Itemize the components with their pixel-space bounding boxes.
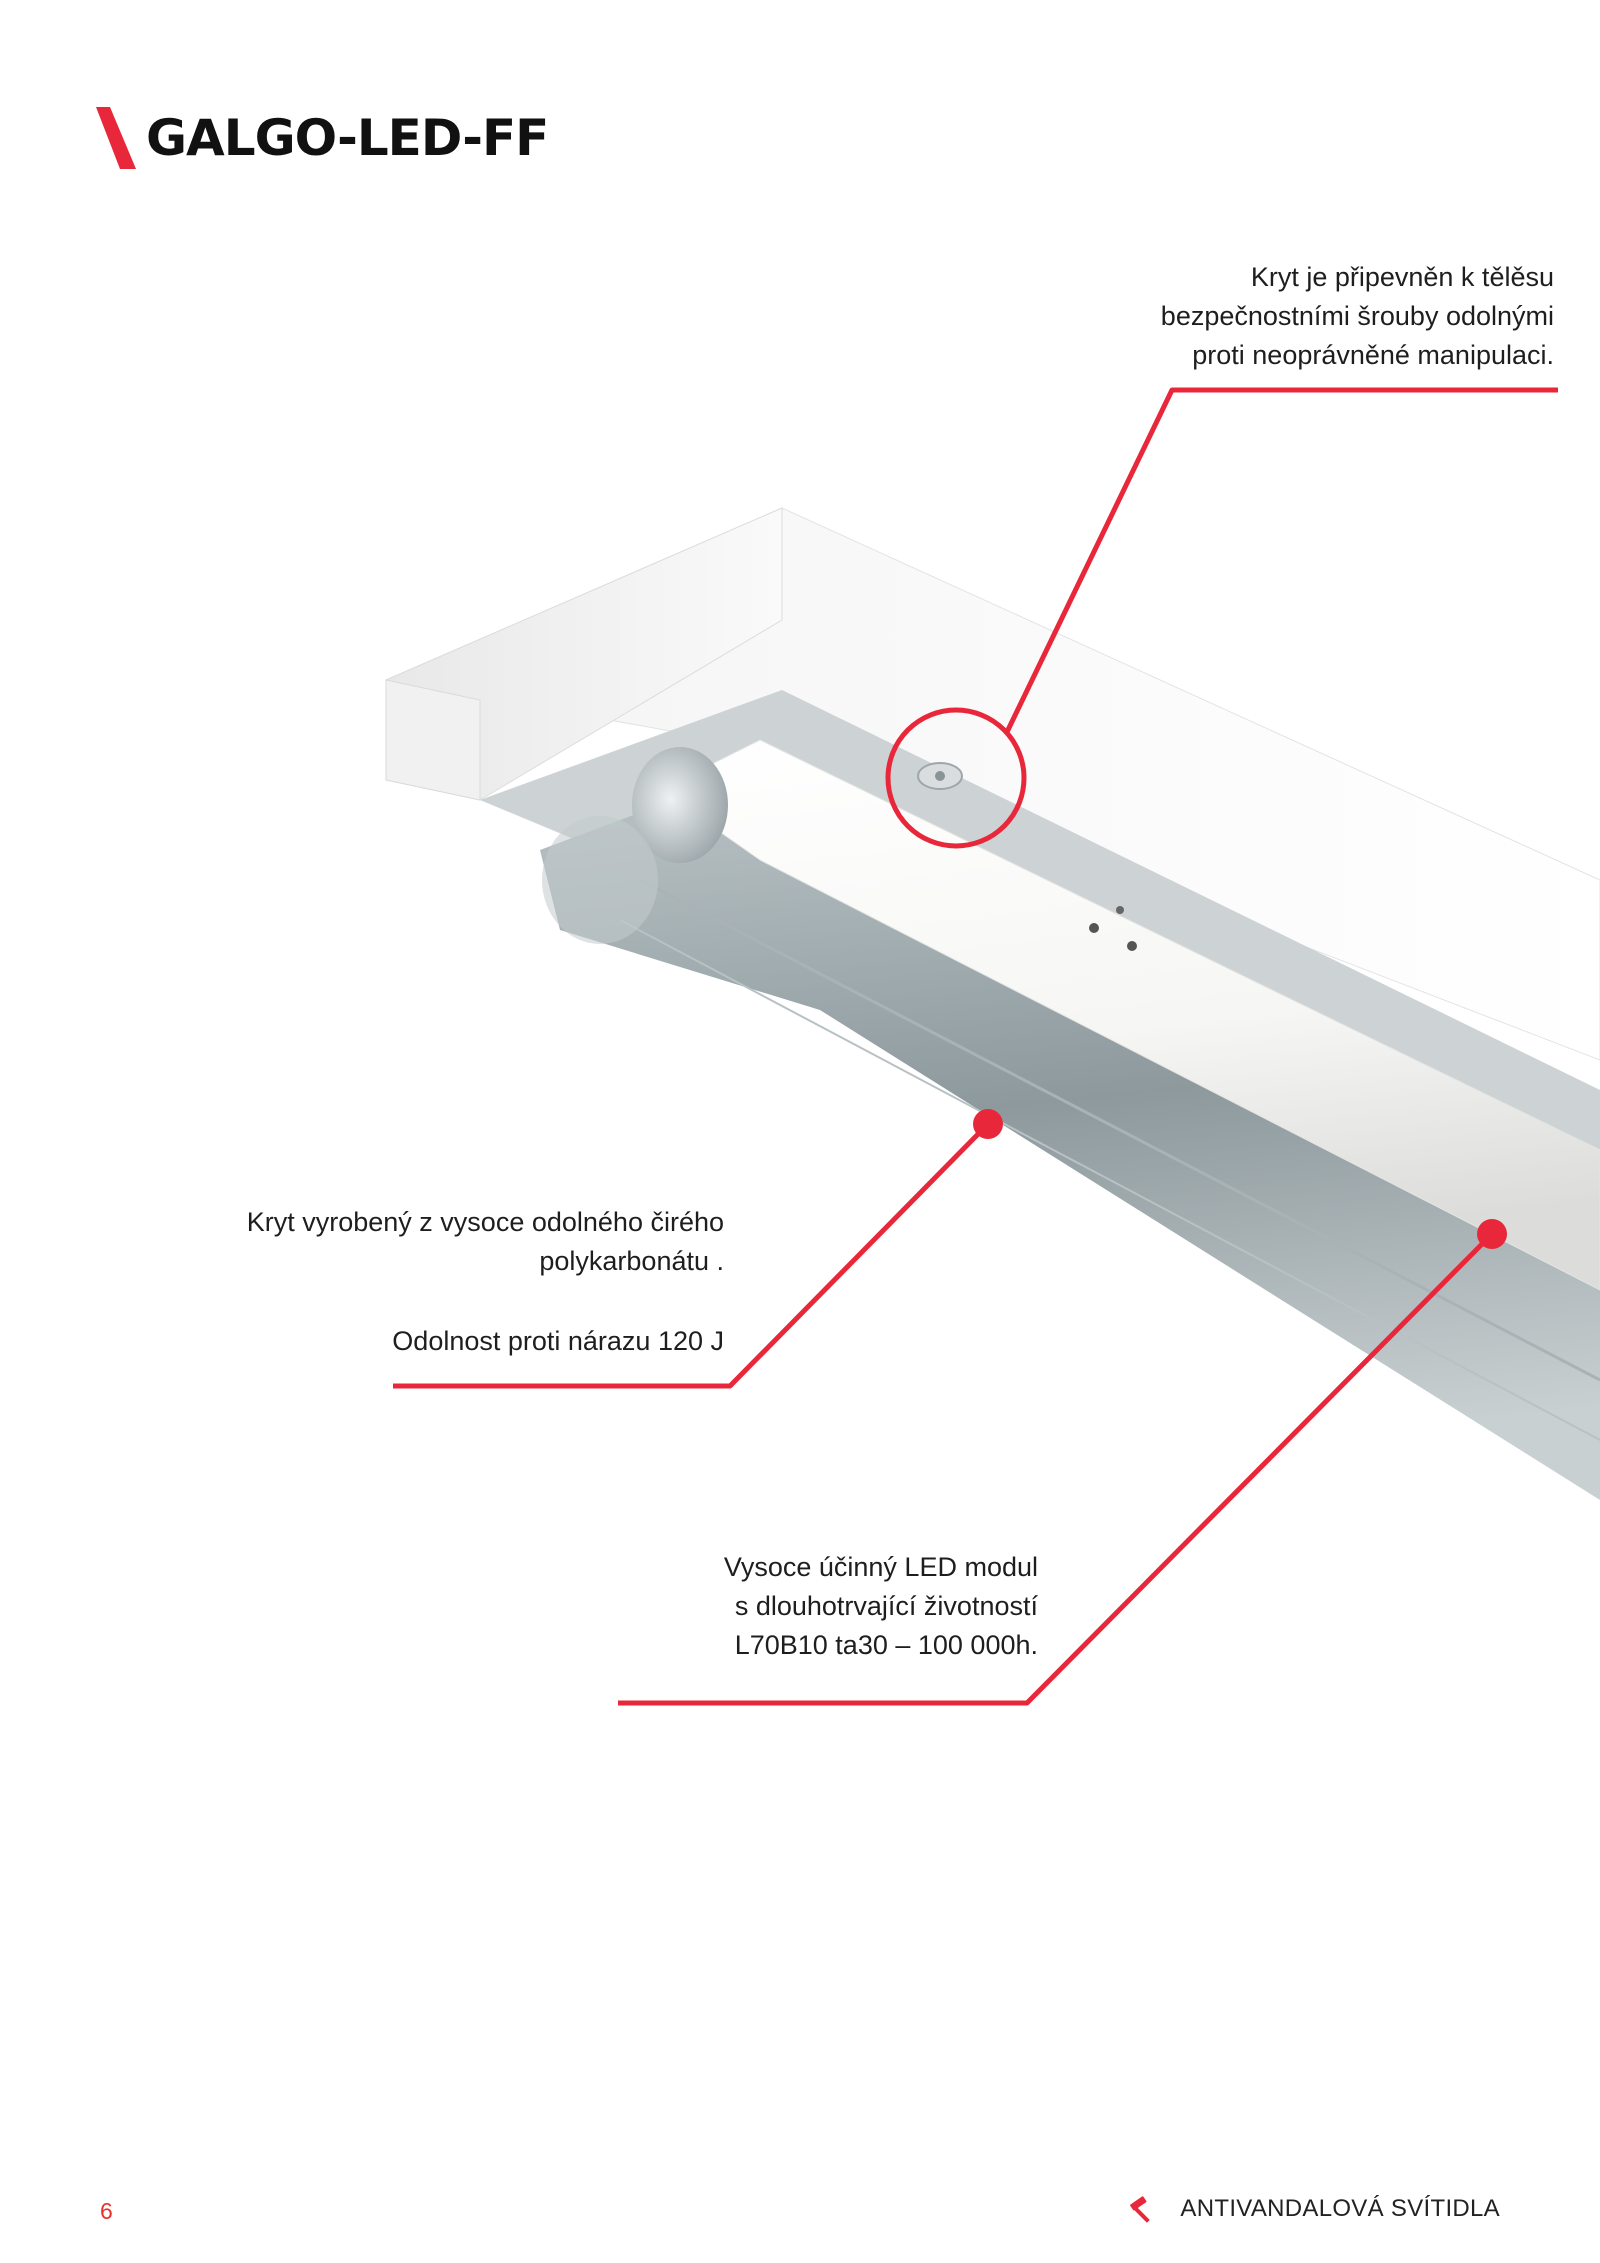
callout-cover-fixing: Kryt je připevněn k tělěsu bezpečnostním… bbox=[994, 258, 1554, 375]
tube-end-cap bbox=[632, 747, 728, 863]
page-title: GALGO-LED-FF bbox=[146, 109, 549, 167]
hammer-icon bbox=[1130, 2196, 1151, 2223]
callout-line: bezpečnostními šrouby odolnými bbox=[1160, 301, 1554, 331]
impact-resistance: Odolnost proti nárazu 120 J bbox=[392, 1326, 724, 1356]
callout-cover-fixing-leader bbox=[885, 387, 1558, 849]
callout-cover-material-leader bbox=[393, 1109, 1003, 1389]
page-header: GALGO-LED-FF bbox=[96, 107, 549, 169]
callout-line: Vysoce účinný LED modul bbox=[723, 1552, 1038, 1582]
callout-line: Kryt je připevněn k tělěsu bbox=[1250, 262, 1554, 292]
callout-line: Kryt vyrobený z vysoce odolného čirého bbox=[246, 1207, 724, 1237]
callout-cover-material: Kryt vyrobený z vysoce odolného čirého p… bbox=[100, 1203, 724, 1361]
callout-line: polykarbonátu . bbox=[539, 1246, 724, 1276]
callout-led-module: Vysoce účinný LED modul s dlouhotrvající… bbox=[560, 1548, 1038, 1665]
footer-section: ANTIVANDALOVÁ SVÍTIDLA bbox=[1128, 2194, 1500, 2224]
callout-line: L70B10 ta30 – 100 000h. bbox=[734, 1630, 1038, 1660]
callout-line: proti neoprávněné manipulaci. bbox=[1192, 340, 1554, 370]
callout-led-module-leader bbox=[618, 1219, 1507, 1706]
section-name: ANTIVANDALOVÁ SVÍTIDLA bbox=[1180, 2195, 1500, 2222]
brand-slash-mark bbox=[96, 107, 136, 169]
led-tube bbox=[659, 739, 1600, 1291]
page-number: 6 bbox=[100, 2198, 113, 2224]
callout-line: s dlouhotrvající životností bbox=[734, 1591, 1038, 1621]
